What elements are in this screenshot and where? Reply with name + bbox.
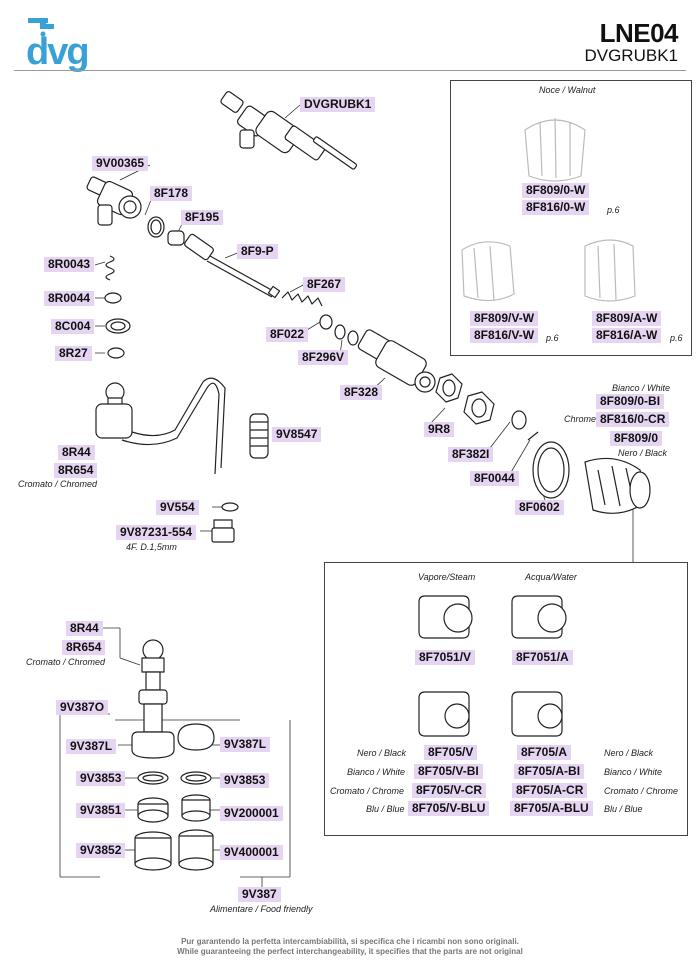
part-label-9v387l-right[interactable]: 9V387L: [220, 737, 271, 752]
caption-chromed-bottom: Cromato / Chromed: [26, 657, 106, 667]
part-label-9v00365[interactable]: 9V00365: [92, 156, 149, 171]
footer-line-en: While guaranteeing the perfect interchan…: [177, 947, 523, 956]
walnut-knobs-box: [450, 80, 692, 356]
part-label-8f809-a-w[interactable]: 8F809/A-W: [592, 311, 662, 326]
part-label-8r654-top[interactable]: 8R654: [54, 463, 98, 478]
part-label-insert-v[interactable]: 8F705/V-CR: [412, 783, 487, 798]
part-label-8r654-bottom[interactable]: 8R654: [62, 640, 106, 655]
insert-row-left-caption: Blu / Blue: [366, 804, 405, 814]
footer-disclaimer: Pur garantendo la perfetta intercambiabi…: [0, 937, 700, 957]
part-label-9v387[interactable]: 9V387: [238, 887, 281, 902]
part-label-8f816-0-cr[interactable]: 8F816/0-CR: [596, 412, 670, 427]
insert-row-right-caption: Bianco / White: [604, 767, 663, 777]
part-label-8r44-bottom[interactable]: 8R44: [66, 621, 103, 636]
caption-chromed-top: Cromato / Chromed: [18, 479, 98, 489]
page-ref-walnut: p.6: [607, 205, 620, 215]
part-label-8c004[interactable]: 8C004: [51, 319, 95, 334]
part-label-8r44-top[interactable]: 8R44: [58, 445, 95, 460]
part-label-8f178[interactable]: 8F178: [150, 186, 193, 201]
part-label-8f022[interactable]: 8F022: [266, 327, 309, 342]
part-label-insert-a[interactable]: 8F705/A-CR: [512, 783, 588, 798]
part-label-8f9p[interactable]: 8F9-P: [237, 244, 278, 259]
faucet-logo-icon: [28, 18, 54, 37]
dvg-logo: dvg: [26, 16, 96, 76]
part-label-insert-a[interactable]: 8F705/A-BLU: [510, 801, 593, 816]
part-label-9v3853-left[interactable]: 9V3853: [76, 771, 126, 786]
inserts-box: [324, 562, 688, 836]
part-label-9v3851[interactable]: 9V3851: [76, 803, 126, 818]
caption-walnut: Noce / Walnut: [539, 85, 596, 95]
part-label-8f267[interactable]: 8F267: [303, 277, 346, 292]
header-divider: [14, 70, 686, 71]
part-label-insert-v[interactable]: 8F705/V-BLU: [408, 801, 490, 816]
part-label-9v3852[interactable]: 9V3852: [76, 843, 126, 858]
part-label-9v400001[interactable]: 9V400001: [220, 845, 283, 860]
part-label-8f0602[interactable]: 8F0602: [515, 500, 564, 515]
part-label-8r27[interactable]: 8R27: [55, 346, 92, 361]
footer-line-it: Pur garantendo la perfetta intercambiabi…: [181, 937, 519, 946]
part-label-8r0044[interactable]: 8R0044: [44, 291, 95, 306]
caption-water: Acqua/Water: [525, 572, 577, 582]
part-label-insert-a[interactable]: 8F705/A: [517, 745, 572, 760]
insert-row-left-caption: Bianco / White: [347, 767, 406, 777]
caption-thread: 4F. D.1,5mm: [126, 542, 177, 552]
part-label-8f816-0-w[interactable]: 8F816/0-W: [522, 200, 590, 215]
part-label-8f809-0-bi[interactable]: 8F809/0-BI: [596, 394, 665, 409]
page-title: LNE04: [599, 18, 679, 48]
part-label-8f382i[interactable]: 8F382I: [448, 447, 494, 462]
part-label-8f809-0[interactable]: 8F809/0: [610, 431, 663, 446]
insert-row-left-caption: Cromato / Chrome: [330, 786, 405, 796]
part-label-insert-v[interactable]: 8F705/V: [424, 745, 478, 760]
page-ref-left: p.6: [546, 333, 559, 343]
part-label-insert-a[interactable]: 8F705/A-BI: [514, 764, 585, 779]
caption-steam: Vapore/Steam: [418, 572, 476, 582]
part-label-9v554[interactable]: 9V554: [156, 500, 199, 515]
caption-food-friendly: Alimentare / Food friendly: [210, 904, 313, 914]
part-label-8f195[interactable]: 8F195: [181, 210, 224, 225]
part-label-9v87231[interactable]: 9V87231-554: [116, 525, 197, 540]
part-label-8f328[interactable]: 8F328: [340, 385, 383, 400]
part-label-8f7051-v[interactable]: 8F7051/V: [415, 650, 476, 665]
caption-chrome: Chrome: [564, 414, 597, 424]
part-label-9v3853-right[interactable]: 9V3853: [220, 773, 270, 788]
part-label-8f809-v-w[interactable]: 8F809/V-W: [470, 311, 539, 326]
part-label-8f809-0-w[interactable]: 8F809/0-W: [522, 183, 590, 198]
page-subtitle: DVGRUBK1: [584, 46, 678, 65]
part-label-9v387l-left[interactable]: 9V387L: [66, 739, 117, 754]
page-ref-right: p.6: [670, 333, 683, 343]
part-label-8f816-a-w[interactable]: 8F816/A-W: [592, 328, 662, 343]
insert-row-left-caption: Nero / Black: [357, 748, 407, 758]
part-label-dvgrubk1[interactable]: DVGRUBK1: [300, 97, 376, 112]
caption-black: Nero / Black: [618, 448, 668, 458]
valve-assembly: [220, 91, 358, 170]
caption-white: Bianco / White: [612, 383, 671, 393]
insert-row-right-caption: Blu / Blue: [604, 804, 643, 814]
logo-text: dvg: [26, 31, 90, 73]
part-label-8f296v[interactable]: 8F296V: [298, 350, 349, 365]
part-label-insert-v[interactable]: 8F705/V-BI: [414, 764, 483, 779]
part-label-8f0044[interactable]: 8F0044: [470, 471, 519, 486]
part-label-9v200001[interactable]: 9V200001: [220, 806, 283, 821]
part-label-8r0043[interactable]: 8R0043: [44, 257, 95, 272]
insert-row-right-caption: Cromato / Chrome: [604, 786, 679, 796]
part-label-9r8[interactable]: 9R8: [424, 422, 455, 437]
insert-row-right-caption: Nero / Black: [604, 748, 654, 758]
part-label-9v8547[interactable]: 9V8547: [272, 427, 322, 442]
part-label-9v387o[interactable]: 9V387O: [56, 700, 109, 715]
part-label-8f816-v-w[interactable]: 8F816/V-W: [470, 328, 539, 343]
part-label-8f7051-a[interactable]: 8F7051/A: [512, 650, 573, 665]
